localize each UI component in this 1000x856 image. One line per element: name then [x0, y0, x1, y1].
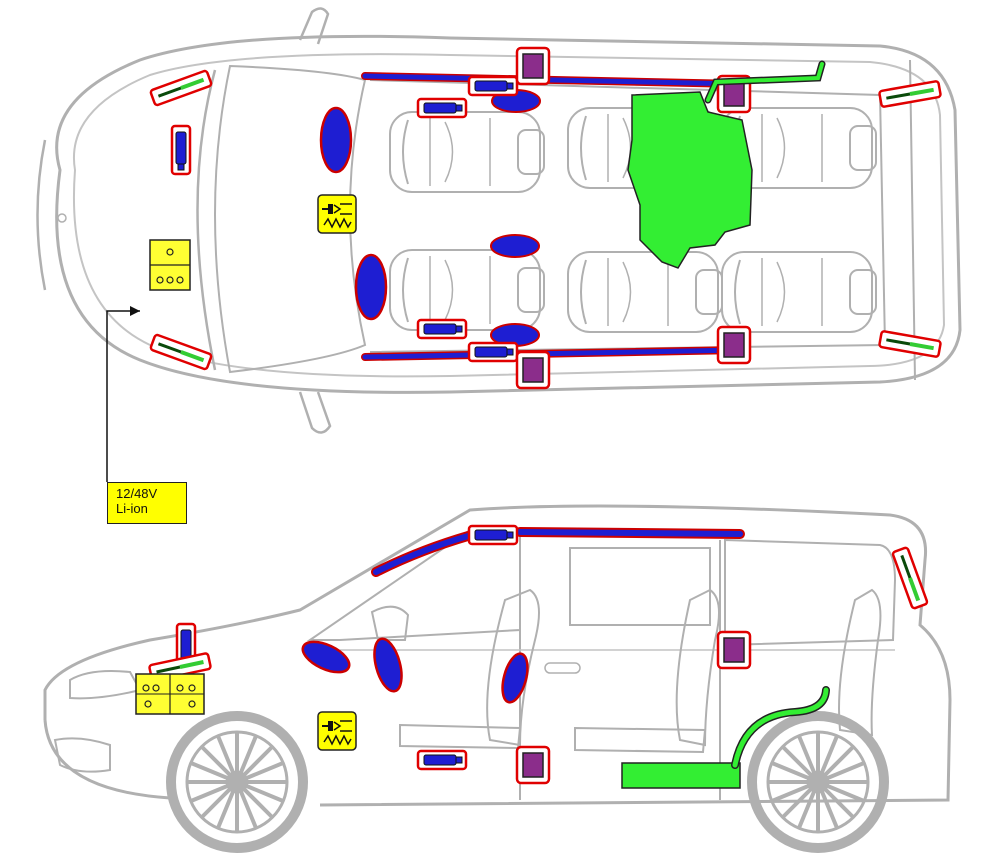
high-voltage-warning-icon [317, 711, 357, 751]
battery-icon [149, 239, 191, 291]
fuel-tank-icon [627, 60, 826, 269]
top-view [36, 7, 962, 434]
battery-type-text: Li-ion [116, 501, 148, 516]
airbag-curtain-icon [361, 72, 744, 361]
control-unit-icon [515, 630, 752, 785]
high-voltage-warning-icon [317, 194, 357, 234]
side-view [43, 504, 952, 807]
airbag-front-icon [301, 637, 529, 704]
top-body-outline [55, 34, 962, 394]
airbag-curtain-icon [371, 527, 745, 577]
battery-callout-label: 12/48V Li-ion [107, 482, 187, 524]
side-body-outline [43, 504, 952, 807]
fuel-tank-icon [621, 686, 830, 789]
wheel-icon [166, 711, 889, 853]
battery-icon [135, 673, 205, 715]
battery-voltage-text: 12/48V [116, 486, 158, 501]
callout-arrow [106, 306, 140, 482]
